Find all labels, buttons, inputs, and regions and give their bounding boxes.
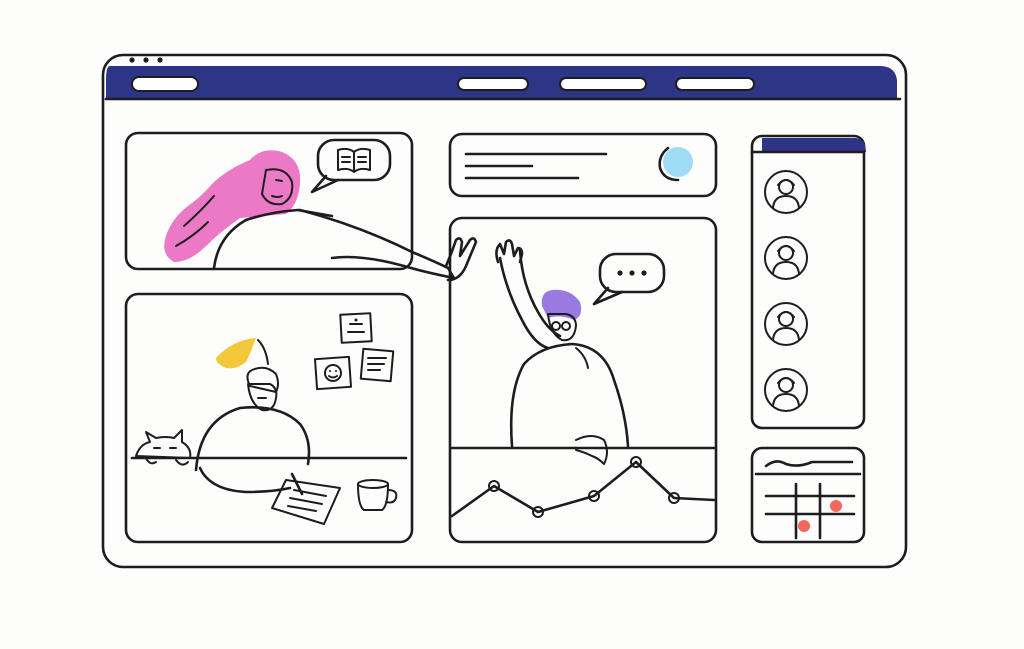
line-graph bbox=[450, 456, 716, 518]
typing-dots-icon bbox=[592, 252, 666, 306]
nav-tab-2[interactable] bbox=[559, 77, 647, 91]
video-tile-bottom-left[interactable] bbox=[124, 292, 414, 544]
nav-tab-1[interactable] bbox=[457, 77, 529, 91]
paper-sheet bbox=[271, 479, 341, 525]
user-avatar-icon[interactable] bbox=[764, 302, 808, 346]
coffee-mug-icon bbox=[357, 479, 398, 511]
reaching-arm bbox=[298, 208, 456, 280]
user-avatar-icon[interactable] bbox=[764, 368, 808, 412]
high-five-hand-left bbox=[444, 237, 478, 282]
high-five-hand-right bbox=[495, 239, 524, 264]
address-bar[interactable] bbox=[131, 76, 199, 92]
calendar-icon[interactable] bbox=[750, 446, 866, 544]
browser-window bbox=[101, 53, 908, 569]
sticky-note-icon bbox=[313, 312, 395, 391]
nav-tab-3[interactable] bbox=[675, 77, 755, 91]
user-avatar-icon[interactable] bbox=[764, 170, 808, 214]
yellow-hair-tuft bbox=[216, 338, 256, 369]
cat-icon bbox=[135, 429, 192, 466]
speech-bubble-icon bbox=[310, 138, 392, 194]
open-book-icon bbox=[337, 147, 371, 173]
window-controls[interactable] bbox=[129, 57, 163, 63]
video-tile-center[interactable] bbox=[448, 216, 718, 544]
user-avatar-icon[interactable] bbox=[764, 236, 808, 280]
calendar-event-dot[interactable] bbox=[830, 500, 842, 512]
purple-hair bbox=[541, 289, 582, 320]
calendar-event-dot[interactable] bbox=[798, 520, 810, 532]
status-card bbox=[448, 132, 718, 198]
participants-sidebar bbox=[750, 134, 866, 430]
video-tile-top-left[interactable] bbox=[124, 131, 414, 271]
loading-spinner-icon bbox=[658, 146, 693, 182]
pink-hair bbox=[164, 150, 301, 262]
